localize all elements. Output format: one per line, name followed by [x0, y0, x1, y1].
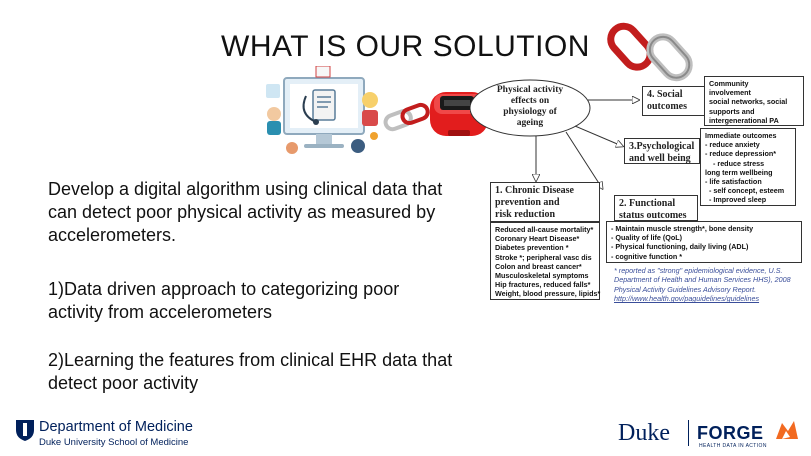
- slide-title: WHAT IS OUR SOLUTION: [221, 30, 590, 63]
- duke-logo: Duke: [618, 420, 670, 446]
- medical-computer-illustration: [266, 66, 378, 154]
- description-paragraph: Develop a digital algorithm using clinic…: [48, 179, 443, 245]
- forge-mark-icon: [776, 421, 798, 439]
- department-name: Department of Medicine: [39, 419, 193, 435]
- guidelines-link[interactable]: http://www.health.gov/paguidelines/guide…: [614, 294, 760, 304]
- school-name: Duke University School of Medicine: [39, 437, 189, 448]
- small-chain-icon: [383, 102, 430, 132]
- approach-item-2: 2)Learning the features from clinical EH…: [48, 350, 453, 393]
- chronic-disease-list: Reduced all-cause mortality*Coronary Hea…: [490, 222, 600, 300]
- approach-item-1: 1)Data driven approach to categorizing p…: [48, 279, 400, 322]
- logo-divider: [688, 420, 689, 446]
- evidence-footnote: * reported as "strong" epidemiological e…: [614, 266, 804, 304]
- chain-link-icon: [607, 22, 693, 82]
- functional-status-list: - Maintain muscle strength*, bone densit…: [606, 221, 802, 263]
- duke-shield-icon: [16, 420, 34, 441]
- forge-tagline: HEALTH DATA IN ACTION: [699, 443, 767, 449]
- forge-logo: FORGE: [697, 423, 764, 443]
- psychological-list: Immediate outcomes- reduce anxiety- redu…: [700, 128, 796, 206]
- diagram-connectors: [470, 79, 650, 220]
